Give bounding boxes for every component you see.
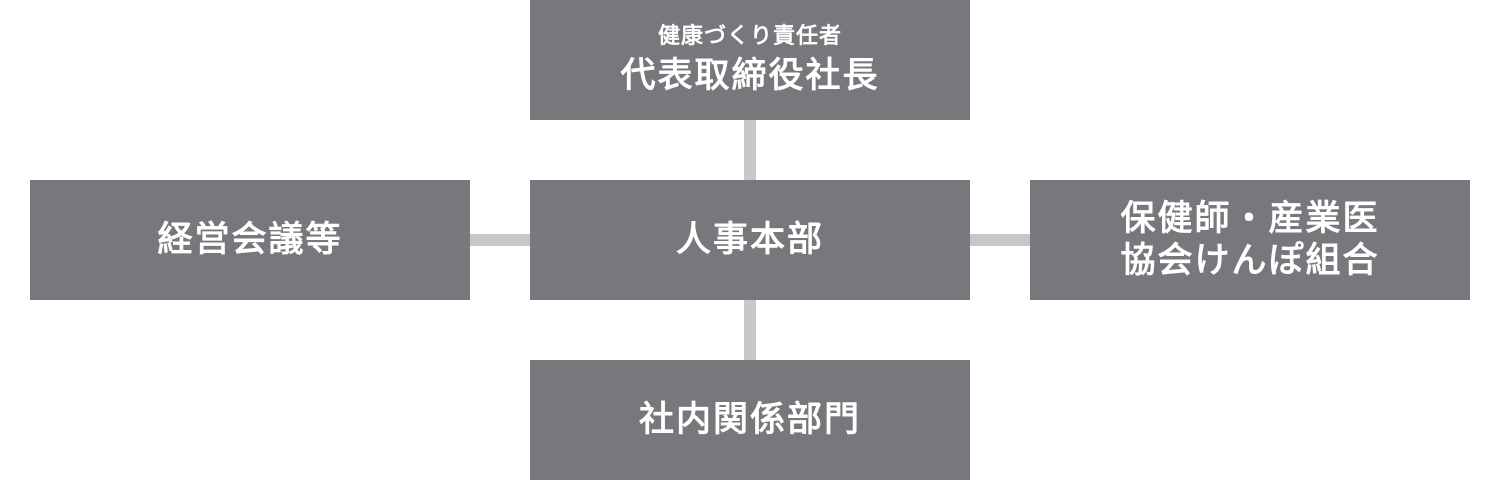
connector-left [470, 234, 530, 246]
node-health-partners-line-2: 協会けんぽ組合 [1120, 241, 1380, 281]
connector-right [970, 234, 1030, 246]
node-president: 健康づくり責任者 代表取締役社長 [530, 0, 970, 120]
node-hr-headquarters-title: 人事本部 [675, 220, 824, 260]
node-hr-headquarters: 人事本部 [530, 180, 970, 300]
connector-bottom [744, 300, 756, 360]
node-internal-departments-title: 社内関係部門 [638, 400, 861, 440]
node-health-partners: 保健師・産業医 協会けんぽ組合 [1030, 180, 1470, 300]
node-management-meeting: 経営会議等 [30, 180, 470, 300]
node-health-partners-line-1: 保健師・産業医 [1120, 199, 1380, 239]
node-internal-departments: 社内関係部門 [530, 360, 970, 480]
connector-top [744, 120, 756, 180]
node-president-title: 代表取締役社長 [620, 56, 880, 96]
node-management-meeting-title: 経営会議等 [157, 220, 343, 260]
node-president-subtitle: 健康づくり責任者 [657, 24, 842, 49]
